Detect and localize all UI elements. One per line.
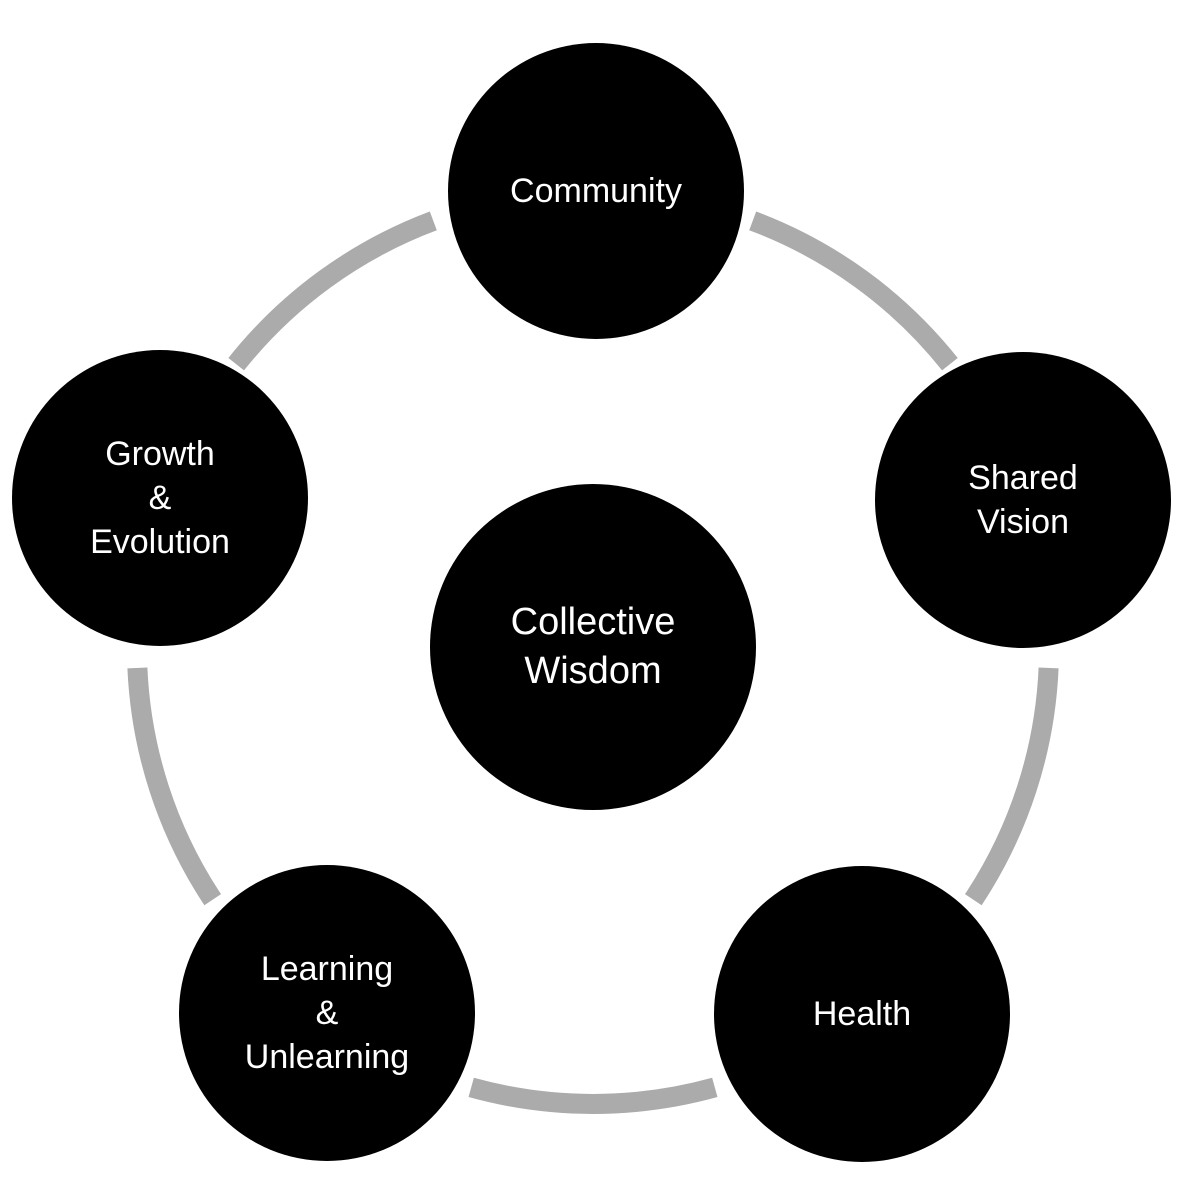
node-collective-wisdom-line: Collective <box>510 600 676 643</box>
ring-arc-shared-health <box>964 667 1059 906</box>
node-growth-evolution-line: Evolution <box>90 523 230 562</box>
node-collective-wisdom: Collective Wisdom <box>430 484 756 810</box>
node-shared-vision-label: Shared Vision <box>968 456 1078 544</box>
node-shared-vision: Shared Vision <box>875 352 1171 648</box>
ring-arc-community-shared <box>749 211 958 371</box>
node-community-line: Community <box>510 171 682 210</box>
node-community-label: Community <box>510 169 682 213</box>
ring-arc-learning-growth <box>127 667 222 906</box>
node-health: Health <box>714 866 1010 1162</box>
node-community: Community <box>448 43 744 339</box>
node-collective-wisdom-line: Wisdom <box>524 650 662 692</box>
node-growth-evolution-label: Growth & Evolution <box>90 432 230 565</box>
node-health-line: Health <box>812 994 912 1033</box>
node-growth-evolution-line: Growth <box>105 434 215 473</box>
node-growth-evolution: Growth & Evolution <box>12 350 308 646</box>
node-growth-evolution-line: & <box>148 478 172 517</box>
node-shared-vision-line: Shared <box>968 458 1078 497</box>
node-collective-wisdom-label: Collective Wisdom <box>511 598 676 697</box>
ring-arc-health-learning <box>468 1077 718 1114</box>
node-learning-unlearning-line: & <box>315 993 339 1032</box>
node-learning-unlearning-line: Unlearning <box>244 1038 410 1077</box>
node-learning-unlearning-label: Learning & Unlearning <box>245 947 409 1080</box>
ring-arc-growth-community <box>228 211 437 371</box>
node-shared-vision-line: Vision <box>976 503 1069 541</box>
node-health-label: Health <box>813 992 911 1036</box>
node-learning-unlearning-line: Learning <box>260 949 394 988</box>
node-learning-unlearning: Learning & Unlearning <box>179 865 475 1161</box>
